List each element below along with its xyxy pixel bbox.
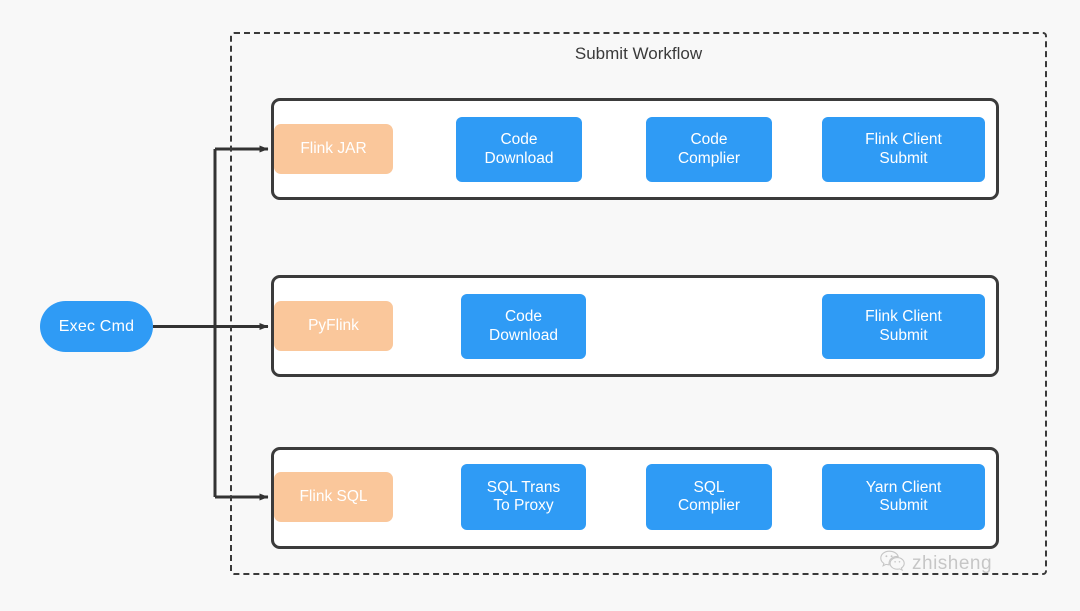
wechat-icon	[880, 550, 906, 577]
submit-workflow-group: Submit Workflow	[230, 32, 1047, 575]
node-yarn-client-submit-label: Yarn Client Submit	[865, 478, 942, 514]
wire-exec-to-trunk	[153, 149, 217, 497]
node-pyflink-label: PyFlink	[308, 316, 359, 334]
node-flink-client-submit-py-label: Flink Client Submit	[865, 308, 942, 344]
node-sql-complier[interactable]: SQL Complier	[646, 464, 772, 530]
watermark: zhisheng	[880, 550, 992, 577]
node-yarn-client-submit[interactable]: Yarn Client Submit	[822, 464, 985, 530]
node-code-download-py-label: Code Download	[489, 308, 558, 344]
node-exec-cmd[interactable]: Exec Cmd	[40, 301, 153, 352]
node-flink-jar-label: Flink JAR	[300, 139, 367, 157]
node-exec-cmd-label: Exec Cmd	[58, 317, 135, 335]
node-sql-trans-to-proxy[interactable]: SQL Trans To Proxy	[461, 464, 586, 530]
node-code-complier-label: Code Complier	[677, 131, 740, 167]
node-code-download-jar[interactable]: Code Download	[456, 117, 582, 182]
group-title: Submit Workflow	[574, 44, 703, 63]
watermark-text: zhisheng	[912, 552, 993, 574]
node-code-complier[interactable]: Code Complier	[646, 117, 772, 182]
node-code-download-jar-label: Code Download	[484, 131, 554, 167]
node-pyflink[interactable]: PyFlink	[274, 301, 393, 351]
node-flink-client-submit-py[interactable]: Flink Client Submit	[822, 294, 985, 359]
node-flink-sql-label: Flink SQL	[299, 487, 368, 505]
node-flink-sql[interactable]: Flink SQL	[274, 472, 393, 522]
node-sql-complier-label: SQL Complier	[677, 478, 740, 514]
node-flink-jar[interactable]: Flink JAR	[274, 124, 393, 174]
node-flink-client-submit-jar[interactable]: Flink Client Submit	[822, 117, 985, 182]
node-sql-trans-to-proxy-label: SQL Trans To Proxy	[486, 478, 561, 514]
node-code-download-py[interactable]: Code Download	[461, 294, 586, 359]
node-flink-client-submit-jar-label: Flink Client Submit	[865, 131, 942, 167]
